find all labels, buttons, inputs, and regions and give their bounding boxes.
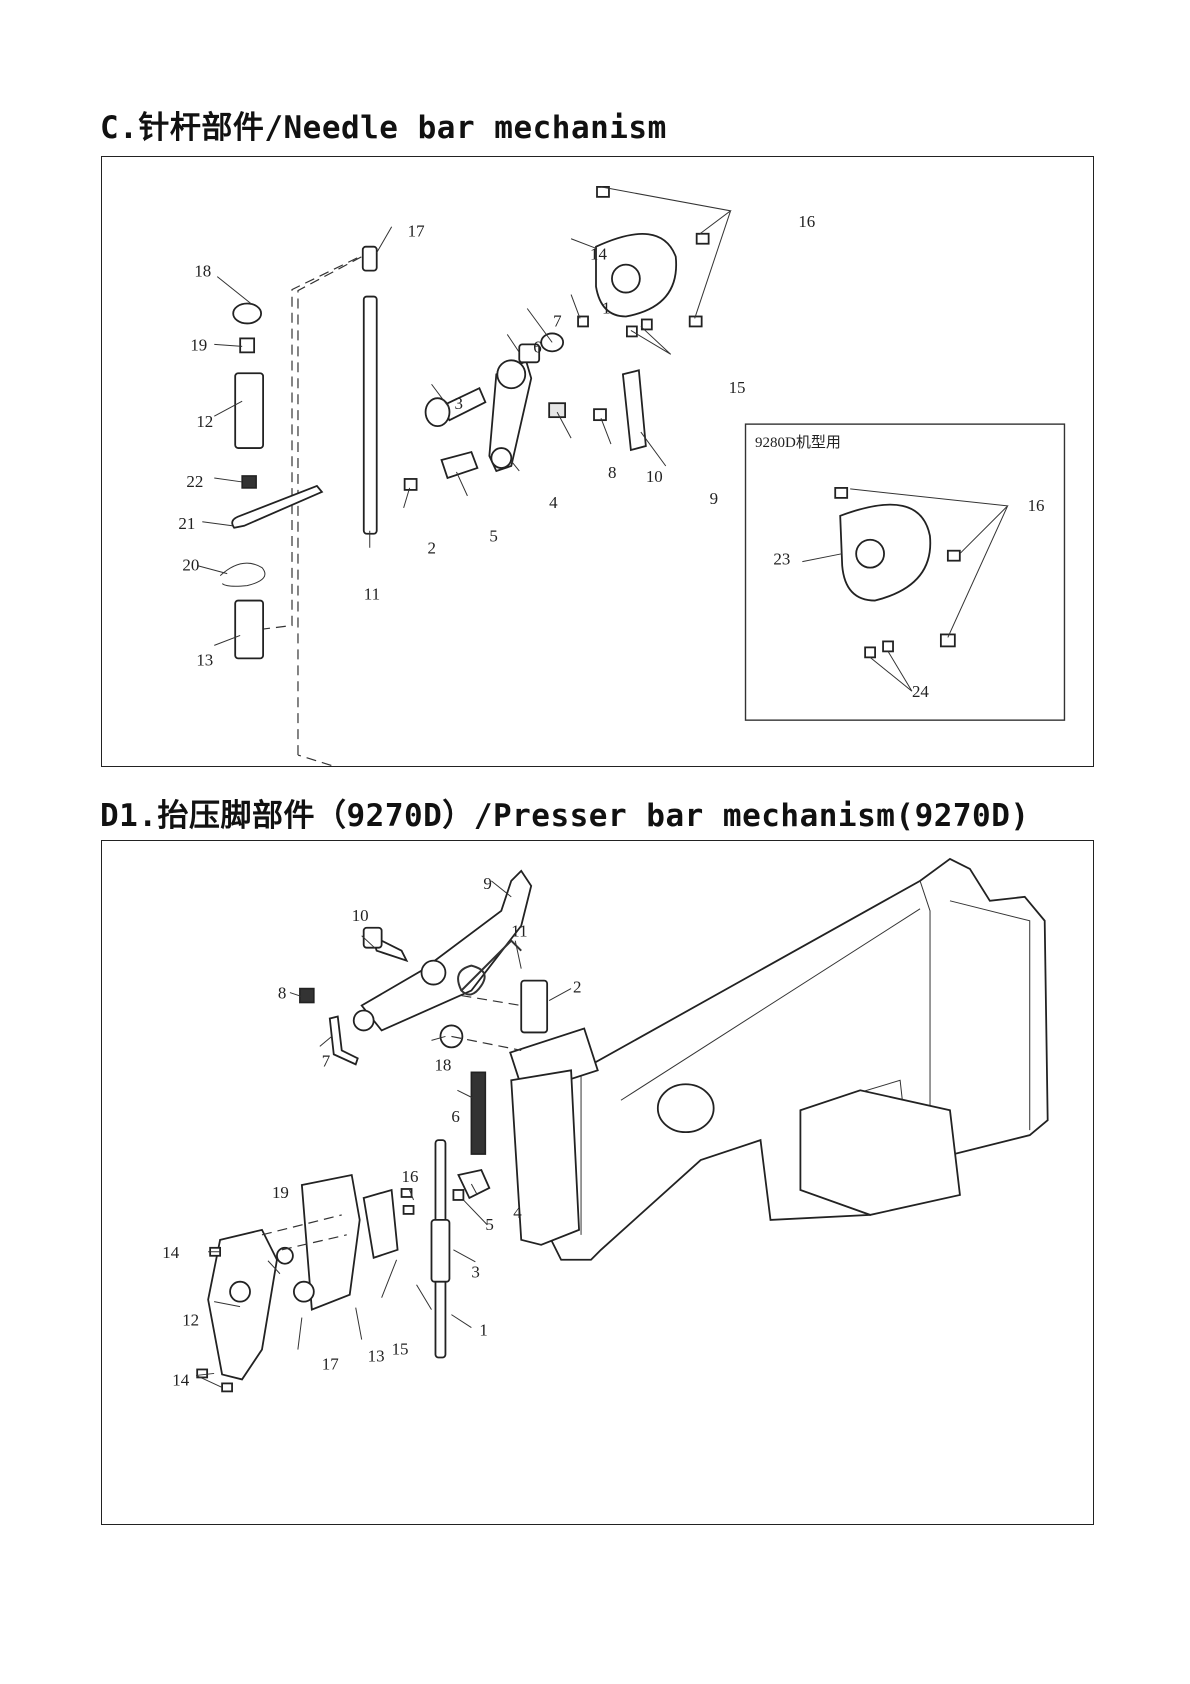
part-label-22: 22: [186, 472, 203, 491]
part-label-8: 8: [608, 463, 616, 482]
part-label-1: 1: [602, 298, 610, 317]
part-label-14: 14: [162, 1243, 179, 1262]
part-9-lever-eye: [422, 961, 446, 985]
part-label-9: 9: [483, 874, 491, 893]
part-19-pin: [240, 338, 254, 352]
part-14-screw: [222, 1383, 232, 1391]
part-label-14: 14: [590, 245, 607, 264]
assembly-guide-line: [298, 257, 362, 766]
part-label-11: 11: [511, 922, 527, 941]
part-6-spring: [471, 1072, 485, 1154]
part-5-screw: [453, 1190, 463, 1200]
part-label-6: 6: [533, 337, 541, 356]
part-label-9: 9: [710, 489, 718, 508]
part-8-screw: [300, 989, 314, 1003]
presser-bar-diagram-frame: 9 10 11 2 8 7 18 6 16 19 14 5 4 3 15 12 …: [101, 840, 1094, 1525]
part-label-18: 18: [434, 1055, 451, 1074]
model-9280d-inset-label: 9280D机型用: [755, 431, 841, 452]
part-label-24: 24: [912, 682, 929, 701]
machine-arm-base: [800, 1090, 960, 1215]
part-label-2: 2: [428, 539, 436, 558]
part-label-16: 16: [402, 1167, 419, 1186]
part-9-lever-eye: [354, 1011, 374, 1031]
part-23-crank: [840, 505, 930, 601]
part-label-5: 5: [489, 527, 497, 546]
part-5-clamp: [442, 452, 478, 478]
part-3-crank-head: [426, 398, 450, 426]
part-10-screw: [594, 409, 606, 420]
part-label-16-inset: 16: [1028, 496, 1045, 515]
part-16-screw: [697, 234, 709, 244]
part-label-8: 8: [278, 984, 286, 1003]
part-label-4: 4: [513, 1203, 522, 1222]
part-12-bushing: [235, 373, 263, 448]
part-4-rod-eye: [491, 448, 511, 468]
part-15-screw: [642, 319, 652, 329]
part-label-23: 23: [773, 550, 790, 569]
part-17-cap: [294, 1282, 314, 1302]
part-label-10: 10: [646, 467, 663, 486]
part-label-14-lower: 14: [172, 1370, 189, 1389]
part-16-screw: [948, 551, 960, 561]
part-label-17: 17: [408, 222, 425, 241]
part-label-5: 5: [485, 1215, 493, 1234]
part-label-17: 17: [322, 1354, 339, 1373]
part-4-rod-eye: [497, 360, 525, 388]
part-label-19: 19: [272, 1183, 289, 1202]
part-14-crank-hole: [612, 265, 640, 293]
part-label-15: 15: [729, 378, 746, 397]
part-24-screw: [865, 647, 875, 657]
part-7-washer: [541, 333, 563, 351]
part-label-11: 11: [364, 585, 380, 604]
part-2-screw: [405, 479, 417, 490]
assembly-guide-line: [260, 256, 362, 630]
part-22-screw: [242, 476, 256, 488]
section-d1-title: D1.抬压脚部件（9270D）/Presser bar mechanism(92…: [100, 790, 1030, 835]
part-13-bushing: [235, 601, 263, 659]
part-label-10: 10: [352, 906, 369, 925]
part-label-19: 19: [190, 335, 207, 354]
part-19-cap: [277, 1248, 293, 1264]
machine-arm-bore: [658, 1084, 714, 1132]
part-label-7: 7: [553, 311, 561, 330]
part-2-bushing: [521, 981, 547, 1033]
part-10-shaft-head: [364, 928, 382, 948]
part-label-1: 1: [479, 1321, 487, 1340]
part-23-crank-hole: [856, 540, 884, 568]
part-label-6: 6: [451, 1107, 459, 1126]
part-12-plate-hole: [230, 1282, 250, 1302]
part-24-screw: [883, 641, 893, 651]
part-15-bracket: [364, 1190, 398, 1258]
part-label-21: 21: [178, 514, 195, 533]
part-label-12: 12: [182, 1311, 199, 1330]
presser-bar-exploded-view: 9 10 11 2 8 7 18 6 16 19 14 5 4 3 15 12 …: [102, 841, 1093, 1524]
part-label-2: 2: [573, 978, 581, 997]
needle-bar-diagram-frame: 17 18 19 12 22 21 20 13 11 16 14 1 7 6 1…: [101, 156, 1094, 767]
part-9-guide: [623, 370, 646, 450]
part-20-spring: [220, 563, 265, 586]
machine-arm-body: [546, 859, 1048, 1260]
part-18-cap: [233, 304, 261, 324]
part-11-needle-bar: [364, 297, 377, 534]
section-c-title: C.针杆部件/Needle bar mechanism: [100, 102, 667, 147]
part-16-screw: [690, 316, 702, 326]
part-label-3: 3: [454, 394, 462, 413]
part-17-pin: [363, 247, 377, 271]
part-label-13: 13: [196, 650, 213, 669]
part-label-15: 15: [392, 1339, 409, 1358]
part-label-3: 3: [471, 1263, 479, 1282]
part-label-16: 16: [798, 212, 815, 231]
part-3-guide: [431, 1220, 449, 1282]
part-label-18: 18: [194, 262, 211, 281]
part-label-7: 7: [322, 1051, 330, 1070]
part-label-4: 4: [549, 493, 558, 512]
part-8-block: [549, 403, 565, 417]
part-label-13: 13: [368, 1346, 385, 1365]
needle-bar-exploded-view: 17 18 19 12 22 21 20 13 11 16 14 1 7 6 1…: [102, 157, 1093, 766]
part-label-20: 20: [182, 556, 199, 575]
part-21-thread-guide: [232, 486, 322, 528]
part-16-screw: [835, 488, 847, 498]
part-16-screw: [404, 1206, 414, 1214]
part-label-12: 12: [196, 412, 213, 431]
